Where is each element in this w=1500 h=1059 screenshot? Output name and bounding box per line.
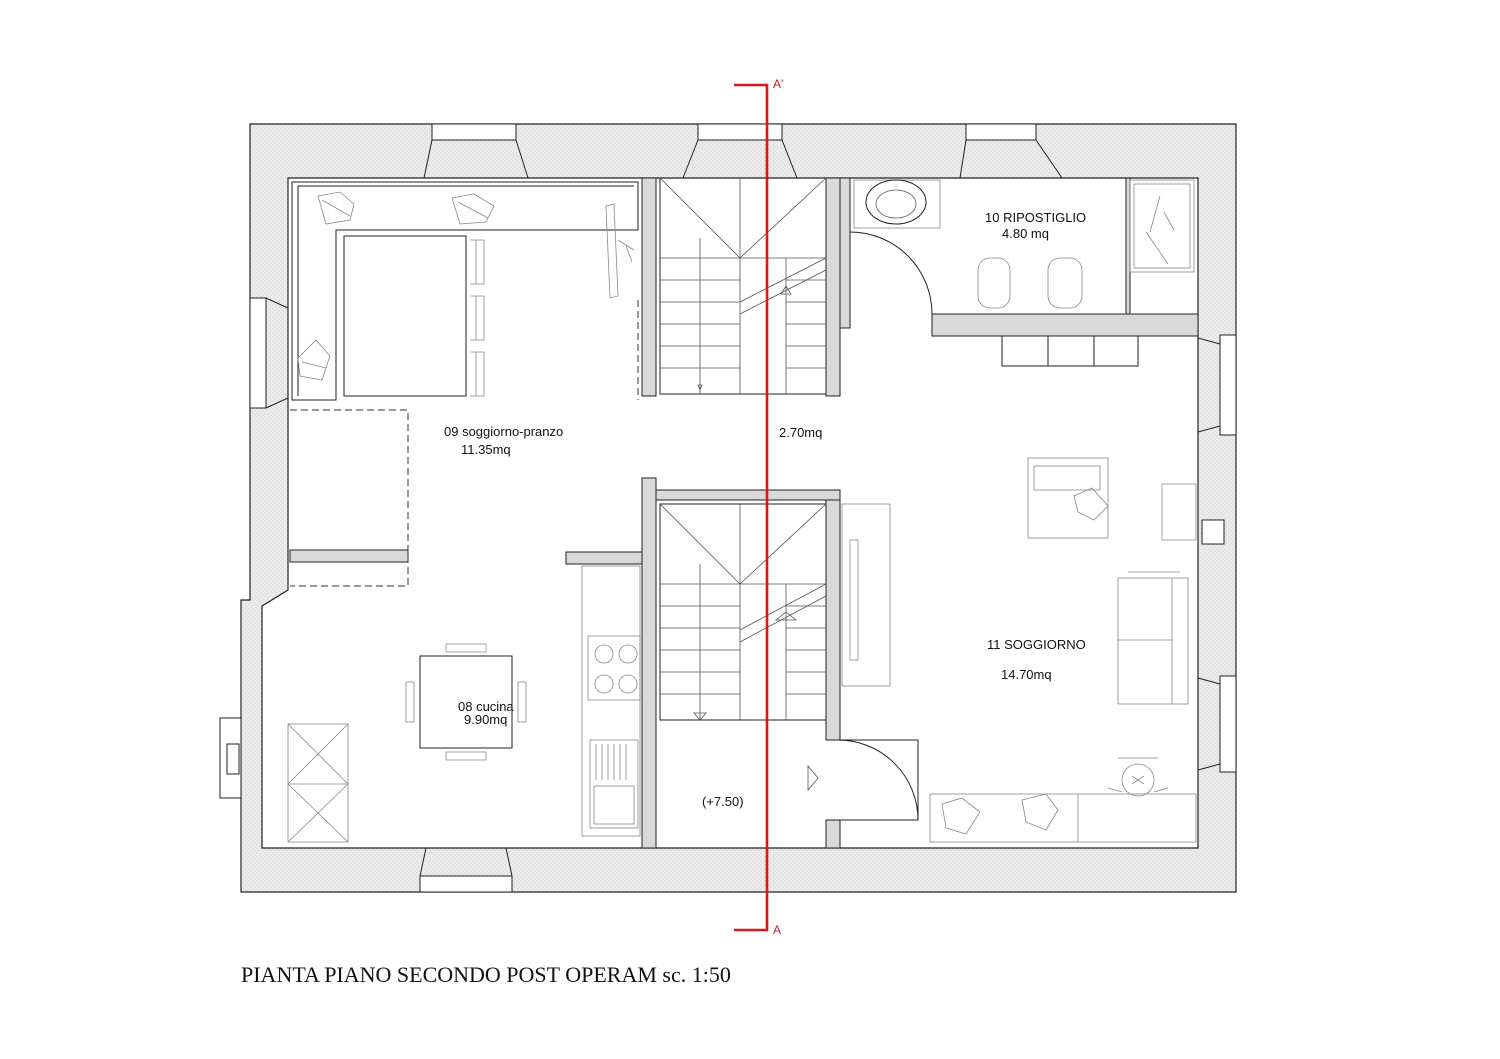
section-line: A' A [734, 77, 783, 937]
kitchen-counter [581, 565, 641, 837]
dining-table [405, 643, 527, 761]
desk-chair [1107, 757, 1169, 797]
room-area-cucina: 9.90mq [464, 712, 507, 727]
side-table [1161, 483, 1197, 541]
interior-walls [289, 177, 1199, 849]
bathroom-fixtures [849, 179, 1195, 315]
room-area-soggiorno: 14.70mq [1001, 667, 1052, 682]
room-area-soggiorno-pranzo: 11.35mq [461, 442, 511, 457]
outer-walls [219, 123, 1237, 893]
upper-stair [659, 177, 827, 395]
room-label-ripostiglio: 10 RIPOSTIGLIO [985, 210, 1086, 225]
drawing-title: PIANTA PIANO SECONDO POST OPERAM sc. 1:5… [241, 962, 731, 987]
room-area-disimpegno: 2.70mq [779, 425, 822, 440]
sofa-corner [291, 181, 639, 401]
landing-level: (+7.50) [702, 794, 744, 809]
dining-chairs-side [470, 239, 485, 397]
armchair [1027, 457, 1109, 539]
room-label-soggiorno: 11 SOGGIORNO [987, 637, 1086, 652]
section-label-top: A' [773, 77, 783, 91]
sideboard [1001, 335, 1139, 367]
sofa [1117, 571, 1189, 705]
desk-bench [929, 793, 1197, 843]
entrance-door [807, 739, 919, 821]
lower-stair [659, 503, 827, 721]
tv-wall [605, 203, 639, 400]
folding-bed-outline [290, 409, 409, 587]
storage-cabinet [287, 723, 349, 843]
cushions [297, 191, 495, 381]
section-label-bottom: A [773, 923, 781, 937]
room-label-soggiorno-pranzo: 09 soggiorno-pranzo [444, 424, 563, 439]
room-area-ripostiglio: 4.80 mq [1002, 226, 1049, 241]
room-label-cucina: 08 cucina [458, 699, 514, 714]
tv-cabinet [841, 503, 891, 687]
